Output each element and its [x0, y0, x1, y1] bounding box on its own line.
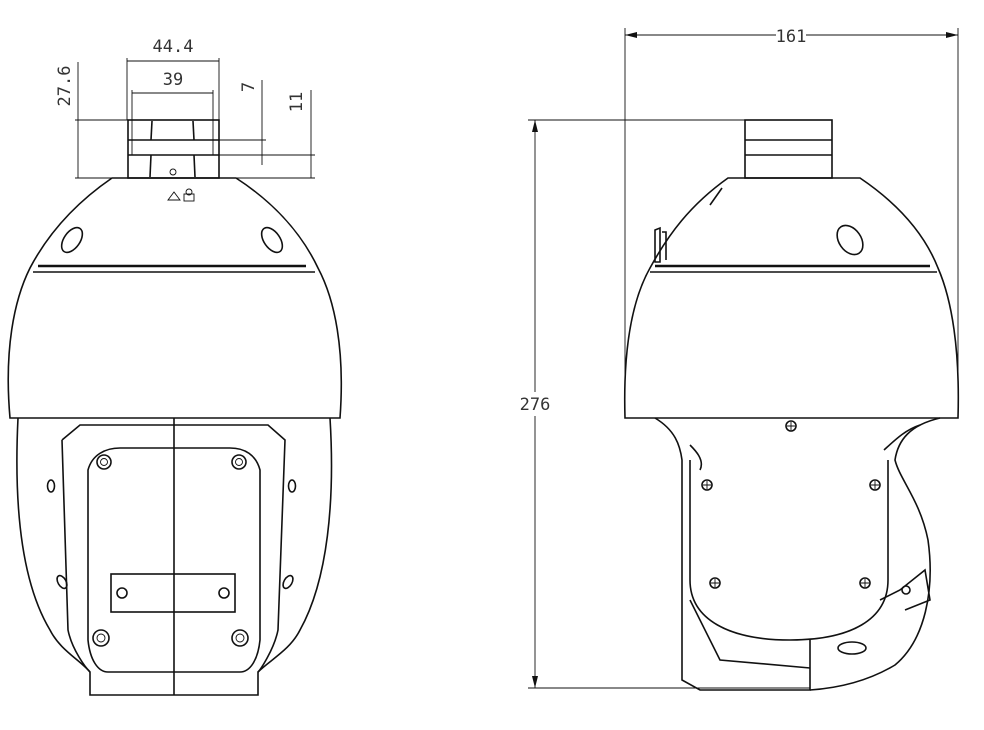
front-view: 44.4 39 27.6 7 11 [7, 37, 343, 696]
dim-7: 7 [239, 82, 259, 92]
side-yoke [654, 417, 941, 691]
dim-11: 11 [287, 92, 307, 112]
front-mount [127, 119, 220, 179]
dim-276: 276 [520, 395, 551, 415]
front-dome [7, 177, 343, 419]
dim-161: 161 [776, 27, 807, 47]
dim-44-4: 44.4 [153, 37, 194, 57]
front-yoke [16, 417, 333, 696]
side-view: 161 276 [520, 26, 960, 691]
dim-27-6: 27.6 [55, 66, 75, 107]
label-bg [776, 26, 806, 44]
side-dome [623, 177, 960, 432]
side-dimension-lines [528, 28, 959, 689]
label-bg [520, 392, 550, 416]
side-mount [744, 119, 833, 179]
dim-39: 39 [163, 70, 183, 90]
